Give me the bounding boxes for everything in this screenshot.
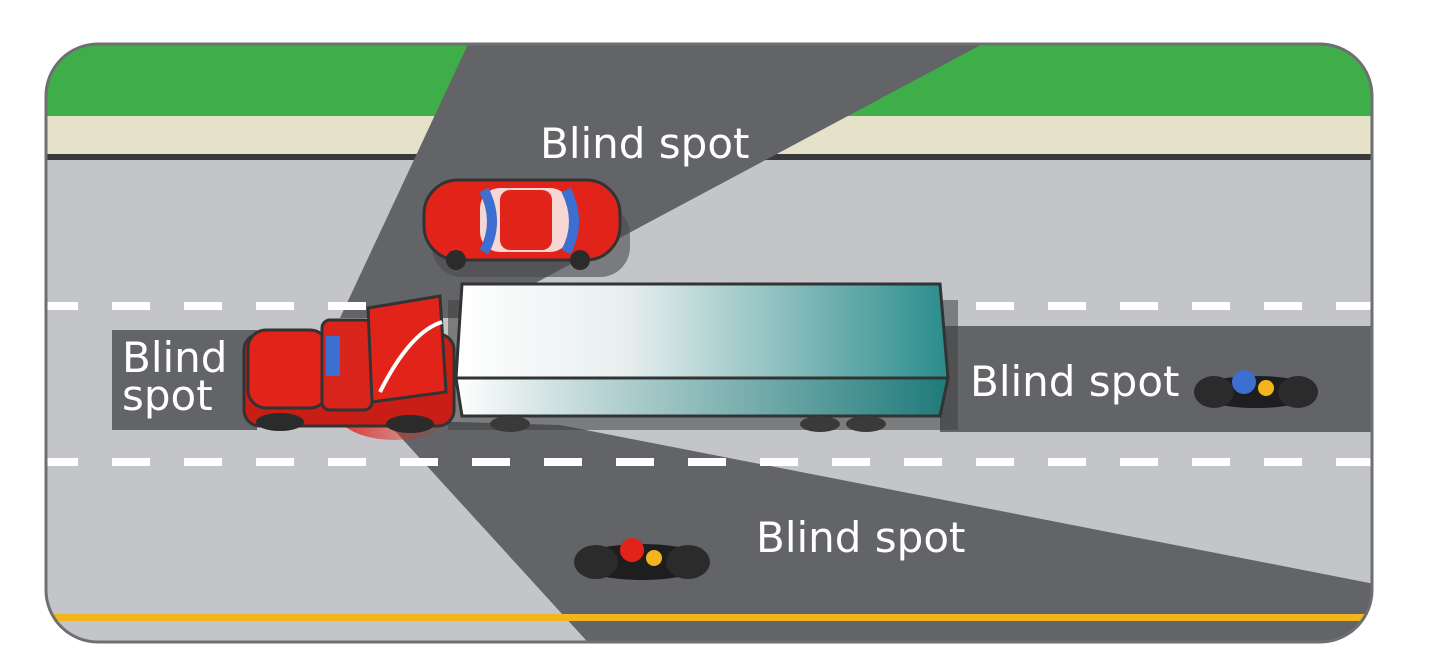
diagram-frame <box>44 42 1374 644</box>
motorcycle-icon-rear <box>1194 370 1318 408</box>
blind-spot-label-bottom: Blind spot <box>756 513 966 562</box>
road-edge-line <box>46 614 1372 621</box>
blind-spot-zone-bottom <box>385 420 1372 642</box>
blind-spot-label-top: Blind spot <box>540 119 750 168</box>
motorcycle-icon-bottom <box>574 538 710 580</box>
truck-cab-icon <box>242 294 456 433</box>
blind-spot-label-front-line2: spot <box>122 371 213 420</box>
blind-spot-label-front-line1: Blind <box>122 333 227 382</box>
trailer-icon <box>448 282 958 432</box>
blind-spot-zone-front <box>112 330 257 430</box>
car-icon <box>422 178 630 277</box>
blind-spot-label-rear: Blind spot <box>970 357 1180 406</box>
